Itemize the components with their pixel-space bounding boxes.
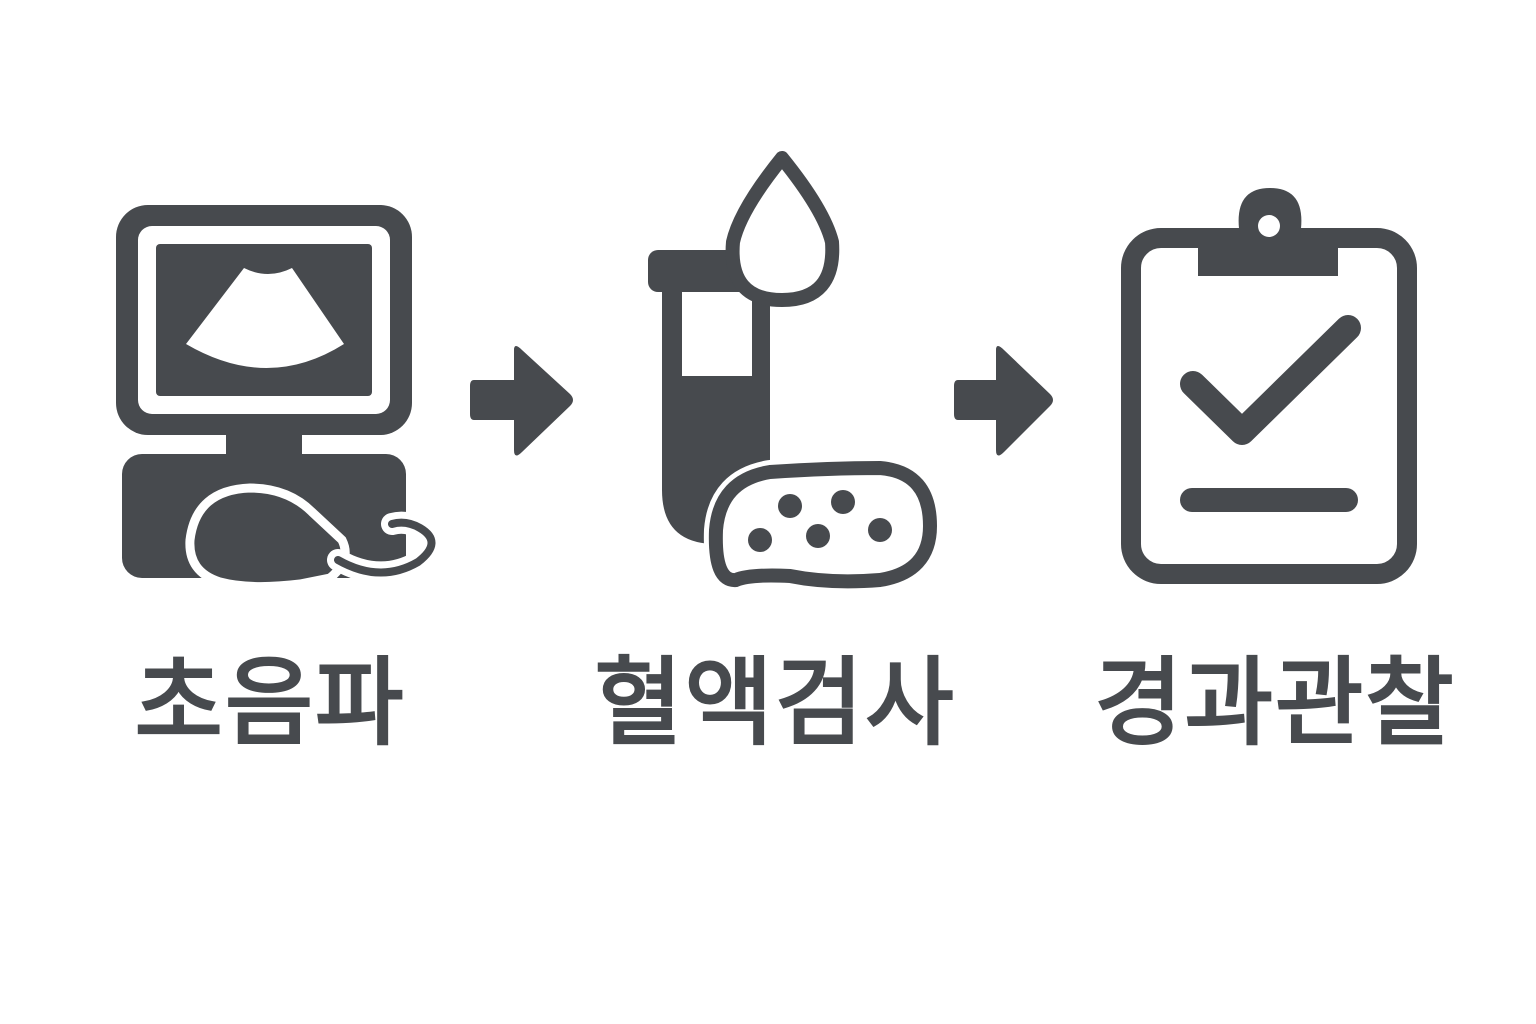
arrow-right-icon xyxy=(470,346,573,456)
clipboard-check-icon xyxy=(1121,188,1417,584)
step-label-ultrasound: 초음파 xyxy=(134,647,406,759)
blood-test-tube-icon xyxy=(648,151,940,594)
arrow-right-icon xyxy=(954,346,1053,456)
ultrasound-machine-icon xyxy=(116,205,443,592)
step-label-follow-up: 경과관찰 xyxy=(1094,647,1456,759)
step-label-blood-test: 혈액검사 xyxy=(594,647,956,759)
